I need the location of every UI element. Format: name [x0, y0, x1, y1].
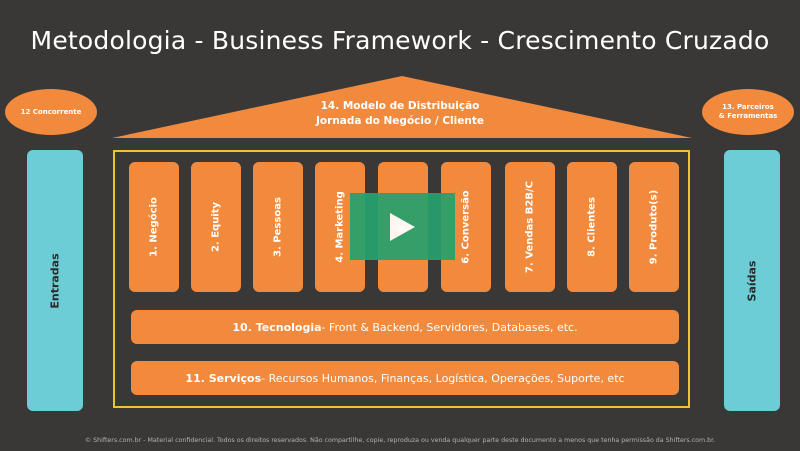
- roof-line-1: 14. Modelo de Distribuição: [320, 100, 480, 112]
- pillar-7: 7. Vendas B2B/C: [505, 162, 555, 292]
- pillar-8: 8. Clientes: [567, 162, 617, 292]
- oval-partners: 13. Parceiros & Ferramentas: [702, 89, 794, 135]
- framework-frame: [113, 150, 690, 408]
- slide-title: Metodologia - Business Framework - Cresc…: [30, 26, 770, 55]
- column-inputs-label: Entradas: [48, 252, 62, 309]
- pillar-9: 9. Produto(s): [629, 162, 679, 292]
- pillar-4-label: 4. Marketing: [334, 191, 346, 263]
- bar-services-title: 11. Serviços: [185, 371, 262, 385]
- pillar-1-label: 1. Negócio: [148, 197, 160, 257]
- footer-disclaimer: © Shifters.com.br - Material confidencia…: [84, 437, 716, 444]
- roof-label: 14. Modelo de Distribuição Jornada do Ne…: [230, 99, 570, 129]
- oval-partners-line-1: 13. Parceiros: [722, 103, 774, 111]
- pillar-1: 1. Negócio: [129, 162, 179, 292]
- bar-technology-desc: - Front & Backend, Servidores, Databases…: [321, 320, 578, 334]
- pillar-8-label: 8. Clientes: [586, 197, 598, 257]
- pillar-2-label: 2. Equity: [210, 201, 222, 253]
- pillar-9-label: 9. Produto(s): [648, 189, 660, 265]
- column-outputs: Saídas: [724, 150, 780, 411]
- play-button[interactable]: [350, 193, 455, 260]
- bar-services: 11. Serviços - Recursos Humanos, Finança…: [131, 361, 679, 395]
- column-inputs: Entradas: [27, 150, 83, 411]
- bar-technology: 10. Tecnologia - Front & Backend, Servid…: [131, 310, 679, 344]
- pillar-3: 3. Pessoas: [253, 162, 303, 292]
- bar-technology-title: 10. Tecnologia: [232, 320, 322, 334]
- roof-triangle: [112, 76, 692, 138]
- oval-competitor: 12 Concorrente: [5, 89, 97, 135]
- pillar-2: 2. Equity: [191, 162, 241, 292]
- bar-services-desc: - Recursos Humanos, Finanças, Logística,…: [261, 371, 625, 385]
- oval-partners-line-2: & Ferramentas: [718, 112, 778, 120]
- pillar-6-label: 6. Conversão: [460, 190, 472, 264]
- pillar-3-label: 3. Pessoas: [272, 197, 284, 257]
- roof-line-2: Jornada do Negócio / Cliente: [316, 115, 484, 127]
- play-icon: [390, 213, 415, 241]
- oval-competitor-label: 12 Concorrente: [20, 107, 82, 116]
- column-outputs-label: Saídas: [745, 260, 759, 301]
- pillar-7-label: 7. Vendas B2B/C: [524, 181, 536, 273]
